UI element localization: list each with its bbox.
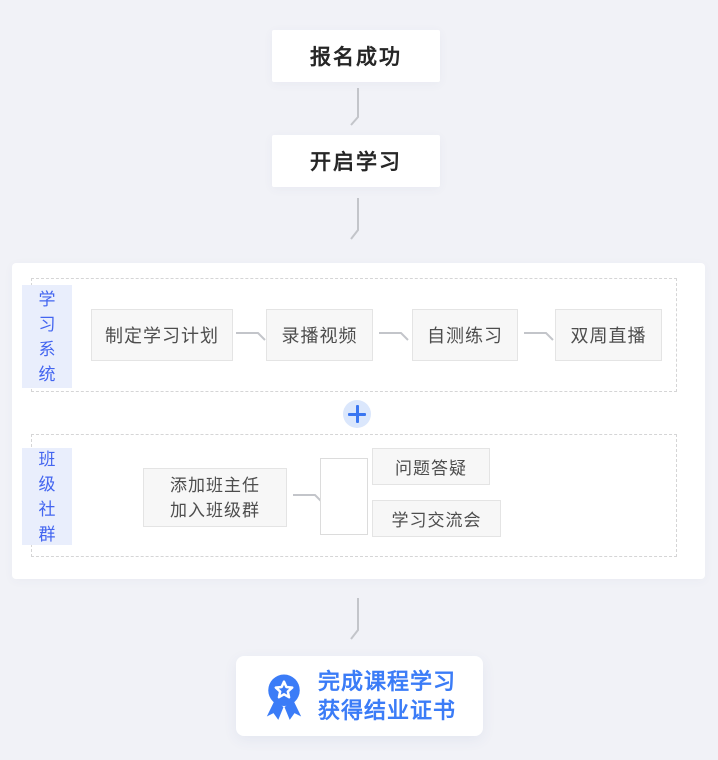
branch-study-exchange: 学习交流会 — [372, 500, 501, 537]
branch-bracket — [320, 458, 368, 535]
section-label-learning-system-text: 学习系统 — [38, 289, 56, 384]
plus-icon — [343, 400, 371, 428]
arrow-down-icon — [350, 198, 359, 240]
learning-process-panel: 学习系统 制定学习计划 录播视频 自测练习 双周直播 班级社群 — [12, 263, 705, 579]
step-start-learning-card: 开启学习 — [272, 135, 440, 187]
step-add-head-teacher-line1: 添加班主任 — [170, 475, 260, 495]
arrow-right-icon — [379, 332, 409, 341]
result-certificate-card: 完成课程学习 获得结业证书 — [236, 656, 483, 736]
section-label-class-community-text: 班级社群 — [38, 449, 56, 544]
step-recorded-video-label: 录播视频 — [281, 326, 358, 346]
section-label-class-community: 班级社群 — [22, 448, 72, 545]
step-signup-success-card: 报名成功 — [272, 30, 440, 82]
step-make-study-plan: 制定学习计划 — [91, 309, 233, 361]
medal-badge-icon — [266, 674, 302, 720]
section-label-learning-system: 学习系统 — [22, 285, 72, 388]
step-recorded-video: 录播视频 — [266, 309, 373, 361]
step-add-head-teacher-label: 添加班主任 加入班级群 — [170, 473, 260, 523]
branch-question-answering: 问题答疑 — [372, 448, 490, 485]
result-certificate-line2: 获得结业证书 — [317, 698, 456, 723]
step-add-head-teacher-line2: 加入班级群 — [170, 500, 260, 520]
step-biweekly-live-label: 双周直播 — [570, 326, 647, 346]
arrow-right-icon — [524, 332, 554, 341]
arrow-down-icon — [350, 88, 359, 126]
branch-study-exchange-label: 学习交流会 — [391, 511, 482, 530]
step-signup-success-label: 报名成功 — [310, 46, 402, 69]
step-biweekly-live: 双周直播 — [555, 309, 662, 361]
arrow-right-icon — [236, 332, 266, 341]
step-make-study-plan-label: 制定学习计划 — [105, 326, 219, 346]
branch-question-answering-label: 问题答疑 — [395, 459, 467, 478]
step-self-test-practice-label: 自测练习 — [427, 326, 503, 346]
step-start-learning-label: 开启学习 — [310, 151, 402, 174]
step-add-head-teacher: 添加班主任 加入班级群 — [143, 468, 287, 527]
result-certificate-line1: 完成课程学习 — [317, 669, 456, 694]
arrow-down-icon — [350, 598, 359, 640]
result-certificate-text: 完成课程学习 获得结业证书 — [318, 667, 456, 725]
arrow-right-icon — [293, 494, 323, 503]
step-self-test-practice: 自测练习 — [412, 309, 518, 361]
